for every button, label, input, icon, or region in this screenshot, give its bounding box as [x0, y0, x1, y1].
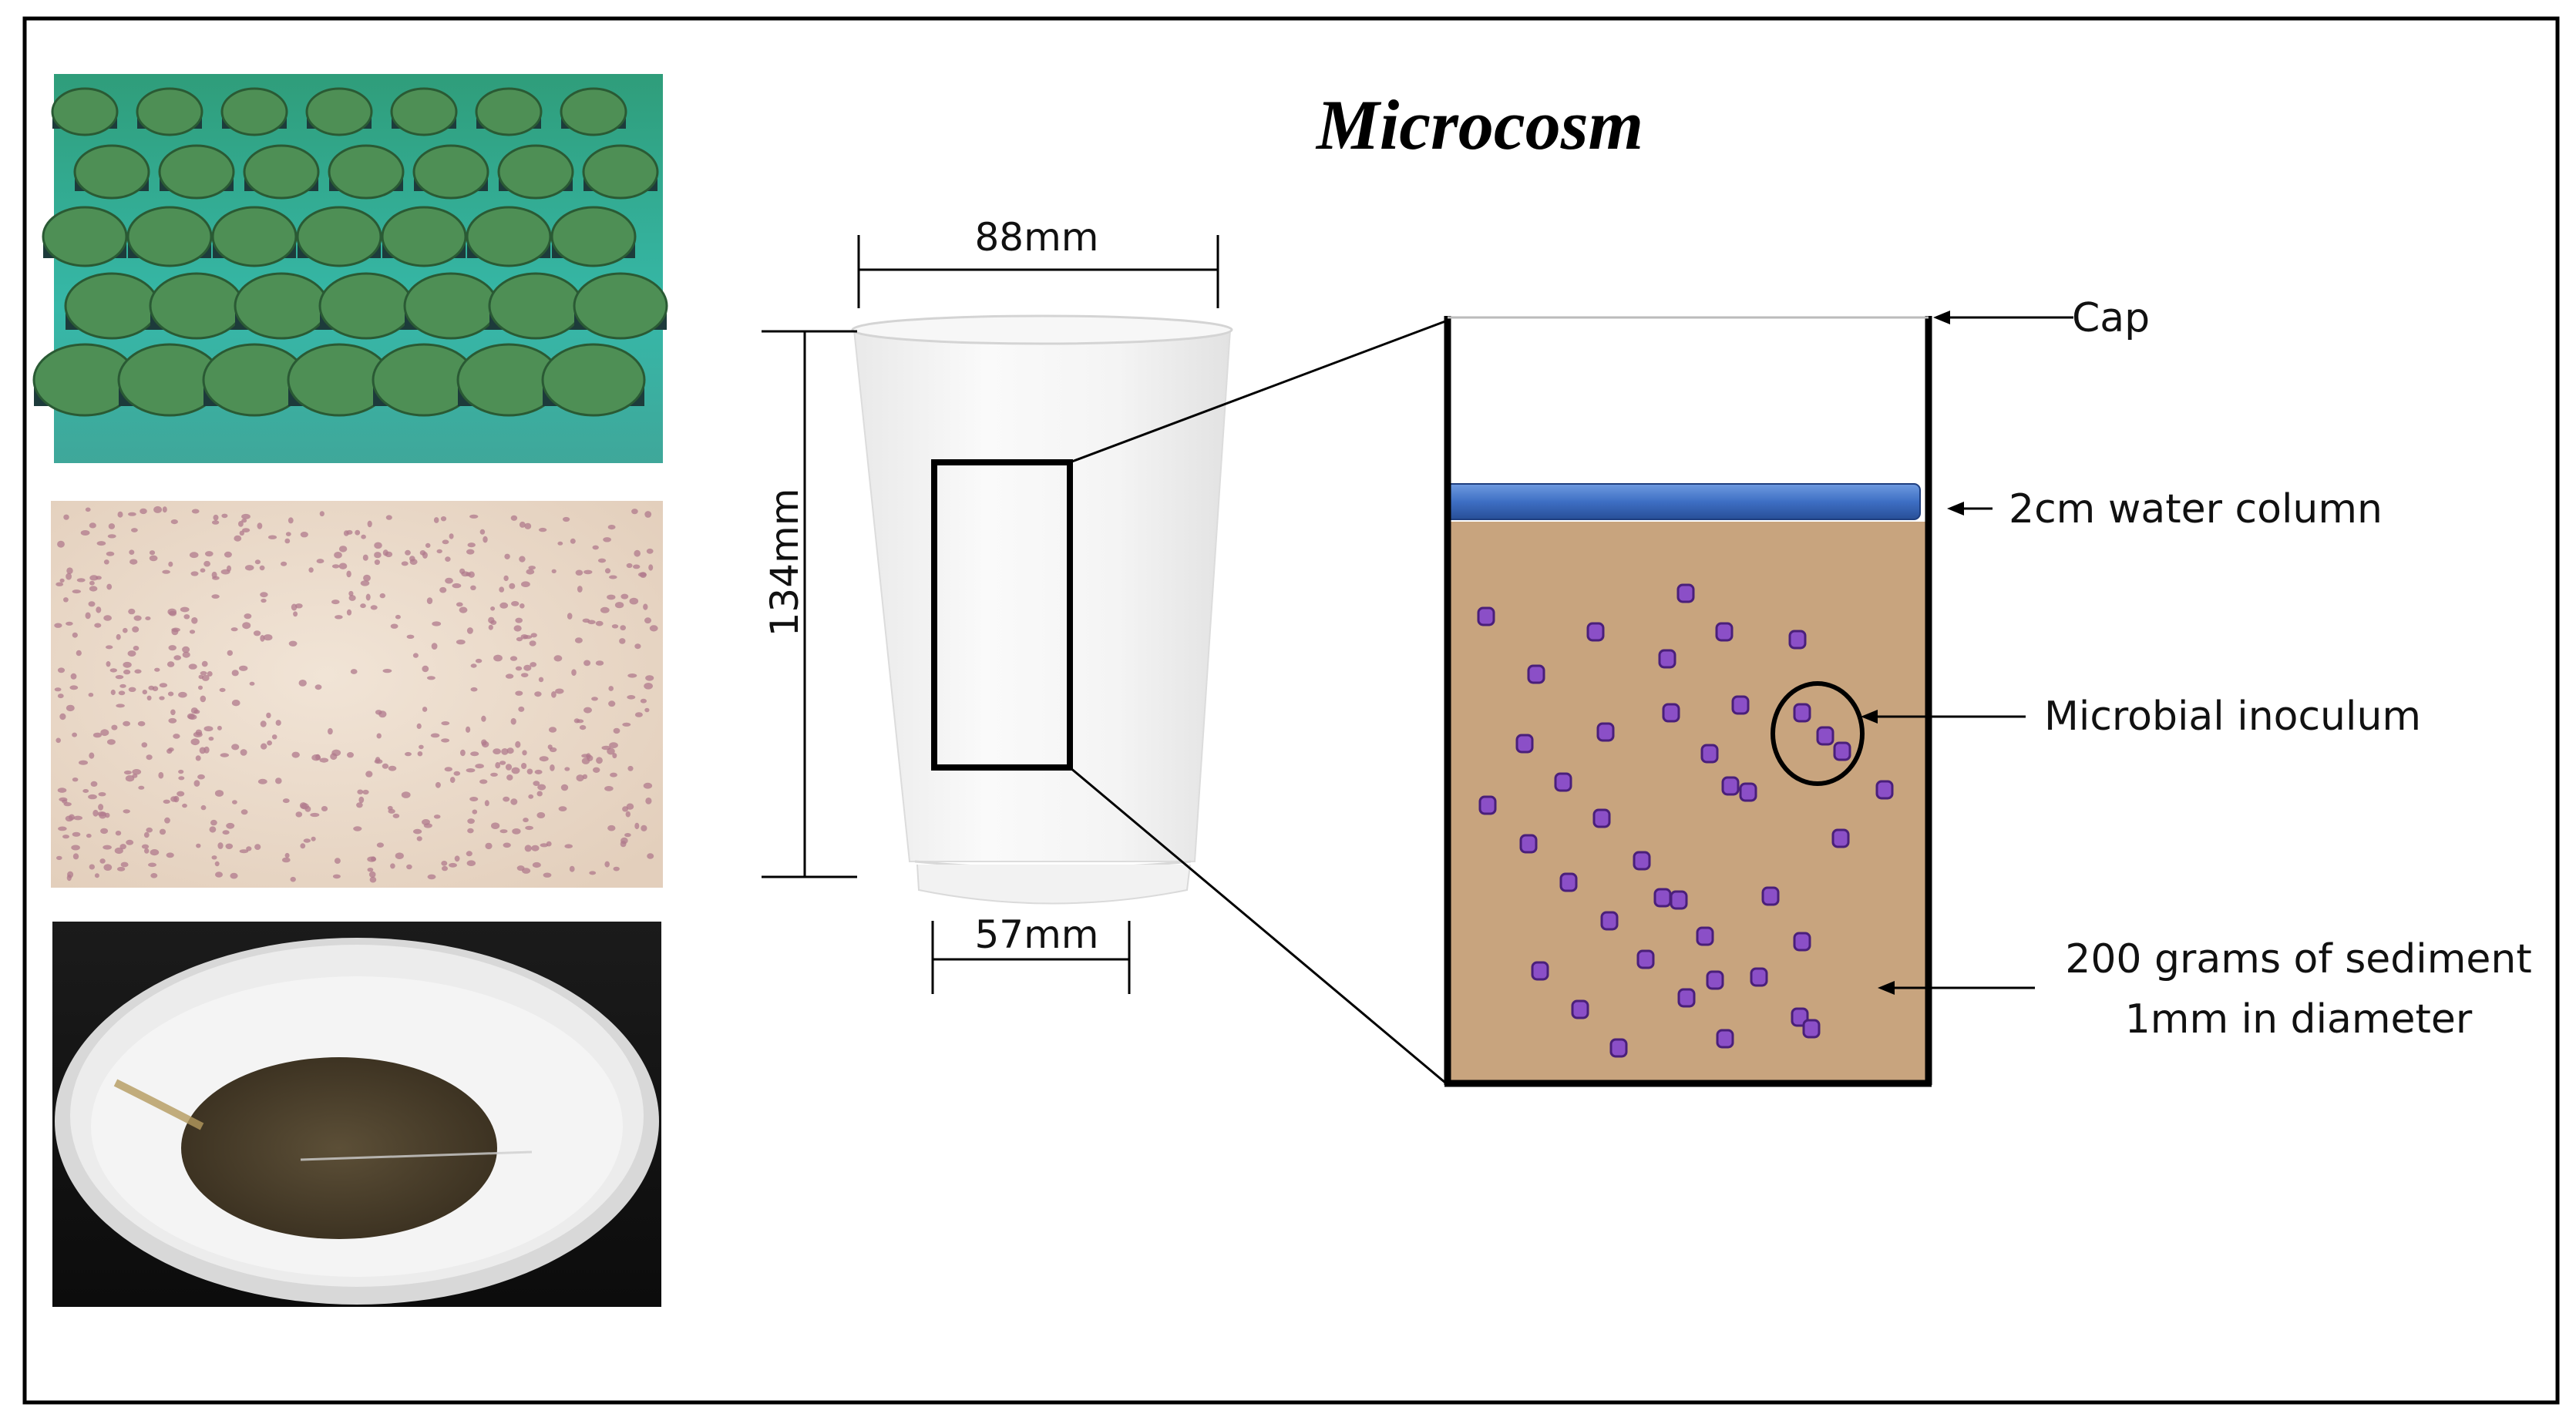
- particles-group: [1477, 583, 1894, 1058]
- height-label: 134mm: [762, 489, 807, 637]
- inoculum-label: Microbial inoculum: [2044, 694, 2421, 740]
- inoculum-circle: [1771, 681, 1865, 786]
- magnified-container: [1444, 316, 1932, 1087]
- top-width-label: 88mm: [974, 215, 1098, 260]
- water-column: [1444, 483, 1921, 520]
- annotation-water: 2cm water column: [1947, 486, 2383, 532]
- zoom-line-top: [1069, 320, 1446, 464]
- sediment-label-line2: 1mm in diameter: [2125, 996, 2473, 1043]
- microcosm-cups-photo: [32, 74, 668, 463]
- annotation-cap: Cap: [1933, 295, 2150, 341]
- cap-label: Cap: [2072, 295, 2150, 341]
- dimension-height: 134mm: [762, 330, 857, 878]
- sediment-dish-photo: [52, 922, 661, 1307]
- zoom-window-box: [931, 459, 1073, 771]
- sediment-label-line1: 200 grams of sediment: [2065, 936, 2532, 982]
- cup-illustration: [851, 314, 1233, 905]
- dimension-top-width: 88mm: [857, 215, 1219, 308]
- annotation-inoculum: Microbial inoculum: [1861, 694, 2421, 740]
- water-label: 2cm water column: [2009, 486, 2383, 532]
- zoom-line-bottom: [1069, 766, 1446, 1084]
- annotation-sediment: 200 grams of sediment 1mm in diameter: [1878, 936, 2532, 1043]
- bottom-width-label: 57mm: [974, 912, 1098, 957]
- outer-frame: [22, 16, 2560, 1405]
- dimension-bottom-width: 57mm: [931, 912, 1131, 994]
- figure-title: Microcosm: [1315, 86, 1643, 164]
- microscope-cells-photo: [51, 501, 663, 888]
